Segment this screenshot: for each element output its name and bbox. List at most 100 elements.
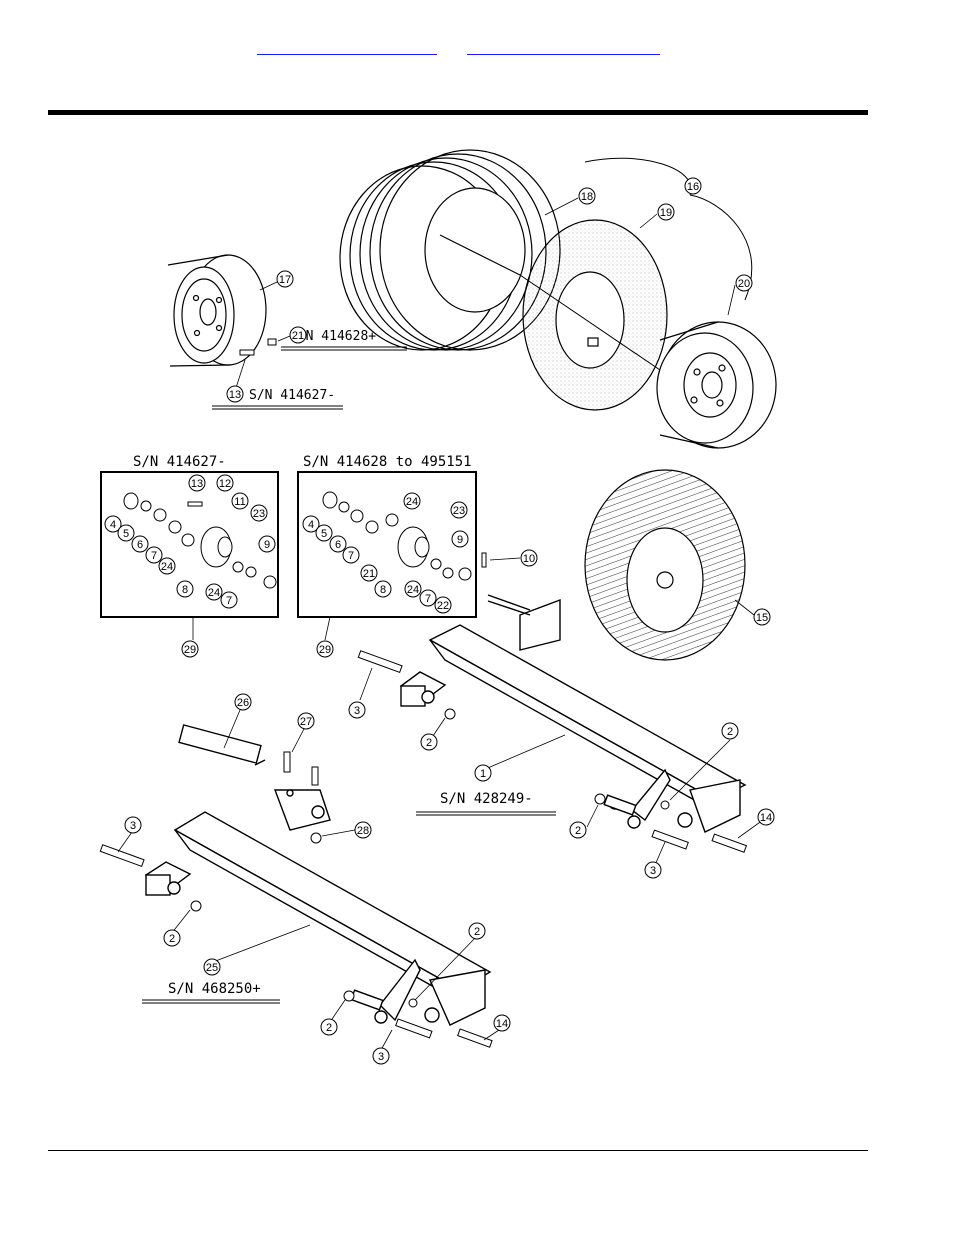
callout-circle-29 [316,640,334,658]
callout-number-2: 2 [727,726,733,738]
callout-circle-3 [372,1047,390,1065]
callout-number-2: 2 [169,933,175,945]
callout-number-9: 9 [264,539,270,551]
callout-number-24: 24 [407,584,419,596]
callout-circle-25 [203,958,221,976]
callout-number-4: 4 [110,519,116,531]
callout-number-18: 18 [581,191,593,203]
callout-number-13: 13 [191,478,203,490]
callout-circle-5 [117,524,135,542]
callout-circle-21 [289,326,307,344]
axle-assembly-bottom [144,724,492,1026]
callout-circle-6 [329,535,347,553]
callout-circle-6 [131,535,149,553]
callout-number-21: 21 [292,330,304,342]
callout-circle-7 [342,546,360,564]
callout-circle-29 [181,640,199,658]
callout-number-5: 5 [321,528,327,540]
callout-number-2: 2 [326,1022,332,1034]
callout-circle-10 [520,549,538,567]
callout-number-22: 22 [437,600,449,612]
callout-number-5: 5 [123,528,129,540]
callout-circle-28 [354,821,372,839]
callout-circle-18 [578,187,596,205]
callout-number-4: 4 [308,519,314,531]
label-underlines [142,346,556,1004]
callout-circle-24 [404,580,422,598]
callout-number-3: 3 [354,705,360,717]
tire-foam-filled [584,469,746,661]
callout-circle-2 [320,1018,338,1036]
callout-circle-15 [753,608,771,626]
callout-circle-2 [468,922,486,940]
callout-circle-8 [374,580,392,598]
callout-number-3: 3 [130,820,136,832]
callout-circle-13 [226,385,244,403]
callout-number-19: 19 [660,207,672,219]
callout-number-29: 29 [319,644,331,656]
callout-number-2: 2 [474,926,480,938]
cotter-pin [481,552,487,568]
header-rule [48,110,868,115]
callout-number-3: 3 [378,1051,384,1063]
callout-number-9: 9 [457,534,463,546]
box-left-title: S/N 414627- [133,454,226,470]
label-sn-13: S/N 414627- [249,388,335,403]
callout-circle-7 [220,591,238,609]
callout-circle-4 [104,515,122,533]
lug-bolt [239,338,277,356]
callout-number-11: 11 [234,496,245,508]
callout-number-26: 26 [237,697,249,709]
callout-circle-9 [451,530,469,548]
callout-number-28: 28 [357,825,369,837]
hub-parts-left [123,492,277,589]
callout-circle-13 [188,474,206,492]
callout-circle-2 [569,821,587,839]
callout-number-25: 25 [206,962,218,974]
callout-number-24: 24 [208,587,220,599]
callout-number-23: 23 [253,508,265,520]
axle-bolts-bottom [99,751,493,1048]
callout-circle-24 [205,583,223,601]
callout-circle-12 [216,474,234,492]
callout-circle-24 [158,557,176,575]
callout-circle-23 [250,504,268,522]
callout-number-3: 3 [650,865,656,877]
nav-link-next[interactable] [467,40,660,55]
callout-circle-24 [403,492,421,510]
callout-number-8: 8 [182,584,188,596]
callout-number-23: 23 [453,505,465,517]
callout-number-7: 7 [425,593,431,605]
callout-circle-1 [474,764,492,782]
axle-bolts-top [357,650,748,853]
callout-circle-22 [434,596,452,614]
callout-number-10: 10 [523,553,535,565]
callout-number-16: 16 [687,181,699,193]
callout-number-17: 17 [279,274,291,286]
label-sn-axle-top: S/N 428249- [440,791,533,807]
callout-circle-9 [258,535,276,553]
callout-circle-2 [420,733,438,751]
callout-number-27: 27 [300,716,312,728]
axle-assembly-top [399,594,747,833]
callout-circle-21 [360,564,378,582]
callout-circle-23 [450,501,468,519]
callout-circle-11 [231,492,249,510]
callout-number-1: 1 [480,768,486,780]
callout-number-14: 14 [496,1018,508,1030]
callout-number-6: 6 [137,539,143,551]
callout-circle-5 [315,524,333,542]
callout-number-21: 21 [363,568,375,580]
callout-circle-16 [684,177,702,195]
callout-number-24: 24 [161,561,173,573]
callout-number-24: 24 [406,496,418,508]
callout-circle-3 [124,816,142,834]
callout-number-29: 29 [184,644,196,656]
nav-link-previous[interactable] [257,40,437,55]
callout-number-7: 7 [151,550,157,562]
callout-circle-2 [721,722,739,740]
callout-number-14: 14 [760,812,772,824]
callout-circle-8 [176,580,194,598]
callout-circle-14 [757,808,775,826]
